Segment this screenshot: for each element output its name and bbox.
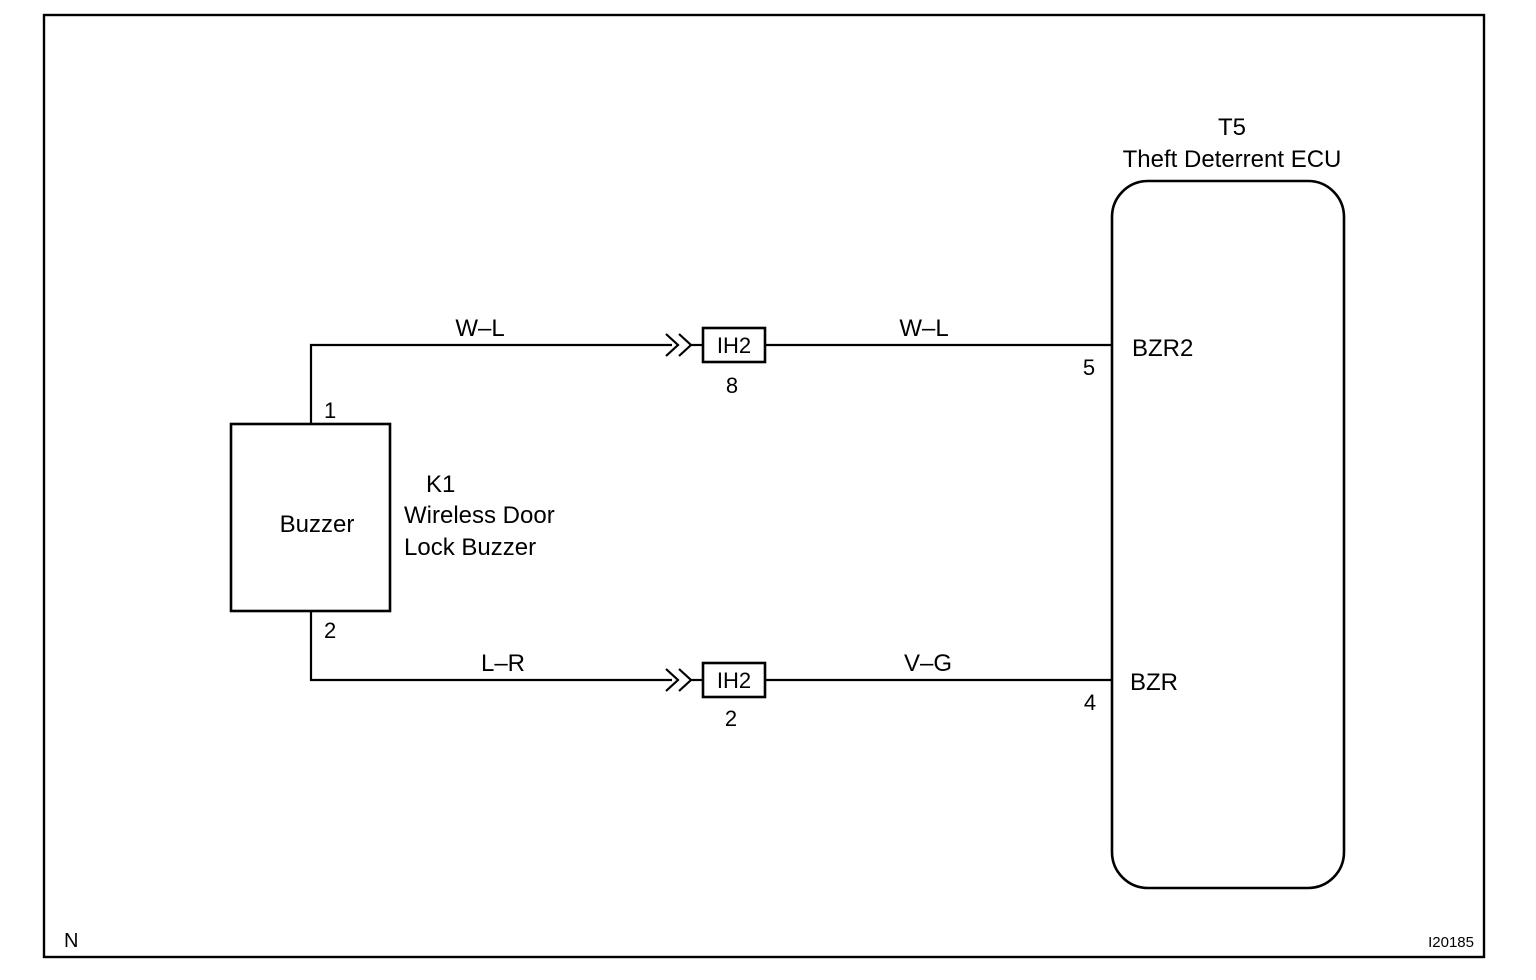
upper-connector-chevron-2 xyxy=(678,333,693,357)
upper-left-wire-color: W–L xyxy=(455,315,504,342)
ecu-code: T5 xyxy=(1218,114,1246,141)
lower-left-wire-color: L–R xyxy=(481,650,525,677)
ecu-component: T5 Theft Deterrent ECU BZR2 5 BZR 4 xyxy=(1083,114,1346,890)
corner-right-code: I20185 xyxy=(1428,934,1474,951)
lower-connector-chevron-1 xyxy=(665,668,680,692)
ecu-pin-upper-name: BZR2 xyxy=(1132,335,1193,362)
ecu-name: Theft Deterrent ECU xyxy=(1123,146,1342,173)
buzzer-pin-bottom: 2 xyxy=(324,618,336,643)
lower-right-wire-color: V–G xyxy=(904,650,952,677)
buzzer-inner-label: Buzzer xyxy=(280,511,355,538)
lower-left-wire xyxy=(309,611,672,682)
ecu-pin-upper-number: 5 xyxy=(1083,355,1095,380)
corner-left-label: N xyxy=(64,930,78,952)
lower-connector-box xyxy=(701,661,767,699)
diagram-frame xyxy=(42,13,1486,959)
lower-connector-pin: 2 xyxy=(725,706,737,731)
buzzer-name-line2: Lock Buzzer xyxy=(404,534,536,561)
ecu-box xyxy=(1110,179,1346,890)
upper-left-wire xyxy=(309,343,672,424)
ecu-pin-lower-number: 4 xyxy=(1084,690,1096,715)
upper-connector-label: IH2 xyxy=(717,333,751,358)
lower-connector-chevron-2 xyxy=(678,668,693,692)
buzzer-component: Buzzer K1 Wireless Door Lock Buzzer 1 2 xyxy=(229,398,555,643)
buzzer-pin-top: 1 xyxy=(324,398,336,423)
ecu-pin-lower-name: BZR xyxy=(1130,669,1178,696)
lower-connector-label: IH2 xyxy=(717,668,751,693)
upper-right-wire-color: W–L xyxy=(899,315,948,342)
upper-connector-chevron-1 xyxy=(665,333,680,357)
upper-circuit: W–L IH2 8 W–L xyxy=(309,315,1112,424)
buzzer-name-line1: Wireless Door xyxy=(404,502,555,529)
buzzer-code: K1 xyxy=(426,471,455,498)
lower-circuit: L–R IH2 2 V–G xyxy=(309,611,1112,731)
upper-connector-pin: 8 xyxy=(726,373,738,398)
